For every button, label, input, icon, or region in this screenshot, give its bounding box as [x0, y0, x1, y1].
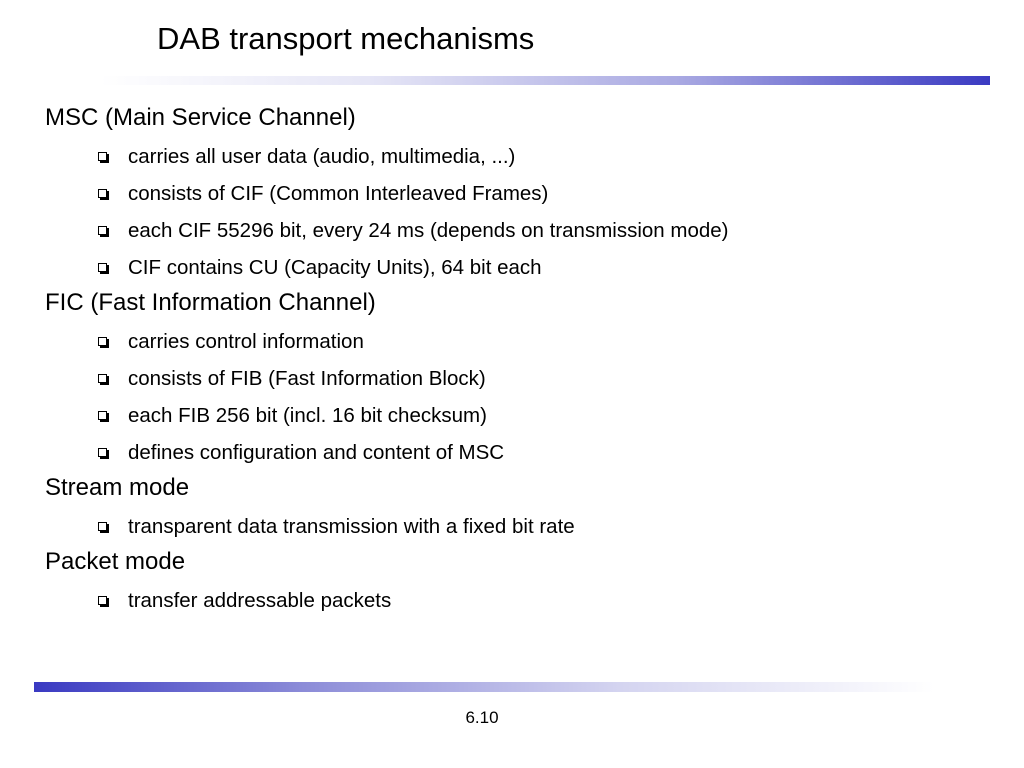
bullet-item: transfer addressable packets	[45, 582, 1005, 619]
bullet-text: consists of CIF (Common Interleaved Fram…	[128, 182, 549, 205]
square-bullet-icon	[98, 596, 107, 605]
section-heading: FIC (Fast Information Channel)	[45, 289, 376, 316]
bullet-text: transfer addressable packets	[128, 589, 392, 612]
square-bullet-icon	[98, 374, 107, 383]
slide-content: MSC (Main Service Channel) carries all u…	[45, 101, 1005, 619]
bullet-list: transparent data transmission with a fix…	[45, 508, 1005, 545]
bullet-text: each CIF 55296 bit, every 24 ms (depends…	[128, 219, 729, 242]
bullet-list: carries control information consists of …	[45, 323, 1005, 471]
square-bullet-icon	[98, 411, 107, 420]
bullet-text: transparent data transmission with a fix…	[128, 515, 575, 538]
bullet-text: carries control information	[128, 330, 364, 353]
bullet-list: carries all user data (audio, multimedia…	[45, 138, 1005, 286]
bullet-item: transparent data transmission with a fix…	[45, 508, 1005, 545]
square-bullet-icon	[98, 189, 107, 198]
square-bullet-icon	[98, 522, 107, 531]
section-msc: MSC (Main Service Channel) carries all u…	[45, 101, 1005, 286]
page-number: 6.10	[465, 708, 499, 727]
section-heading: Stream mode	[45, 474, 190, 501]
bullet-text: carries all user data (audio, multimedia…	[128, 145, 516, 168]
bullet-item: each FIB 256 bit (incl. 16 bit checksum)	[45, 397, 1005, 434]
bullet-item: CIF contains CU (Capacity Units), 64 bit…	[45, 249, 1005, 286]
bullet-item: each CIF 55296 bit, every 24 ms (depends…	[45, 212, 1005, 249]
section-heading: Packet mode	[45, 548, 186, 575]
square-bullet-icon	[98, 448, 107, 457]
bullet-text: each FIB 256 bit (incl. 16 bit checksum)	[128, 404, 487, 427]
section-heading: MSC (Main Service Channel)	[45, 104, 356, 131]
bullet-list: transfer addressable packets	[45, 582, 1005, 619]
square-bullet-icon	[98, 263, 107, 272]
bullet-item: carries all user data (audio, multimedia…	[45, 138, 1005, 175]
footer-bar	[34, 682, 934, 692]
bullet-text: consists of FIB (Fast Information Block)	[128, 367, 486, 390]
bullet-item: consists of CIF (Common Interleaved Fram…	[45, 175, 1005, 212]
bullet-text: defines configuration and content of MSC	[128, 441, 505, 464]
bullet-item: carries control information	[45, 323, 1005, 360]
bullet-text: CIF contains CU (Capacity Units), 64 bit…	[128, 256, 542, 279]
square-bullet-icon	[98, 152, 107, 161]
section-packet-mode: Packet mode transfer addressable packets	[45, 545, 1005, 619]
square-bullet-icon	[98, 337, 107, 346]
section-stream-mode: Stream mode transparent data transmissio…	[45, 471, 1005, 545]
title-underline-bar	[100, 76, 990, 85]
section-fic: FIC (Fast Information Channel) carries c…	[45, 286, 1005, 471]
square-bullet-icon	[98, 226, 107, 235]
bullet-item: consists of FIB (Fast Information Block)	[45, 360, 1005, 397]
bullet-item: defines configuration and content of MSC	[45, 434, 1005, 471]
slide-title: DAB transport mechanisms	[157, 21, 535, 56]
